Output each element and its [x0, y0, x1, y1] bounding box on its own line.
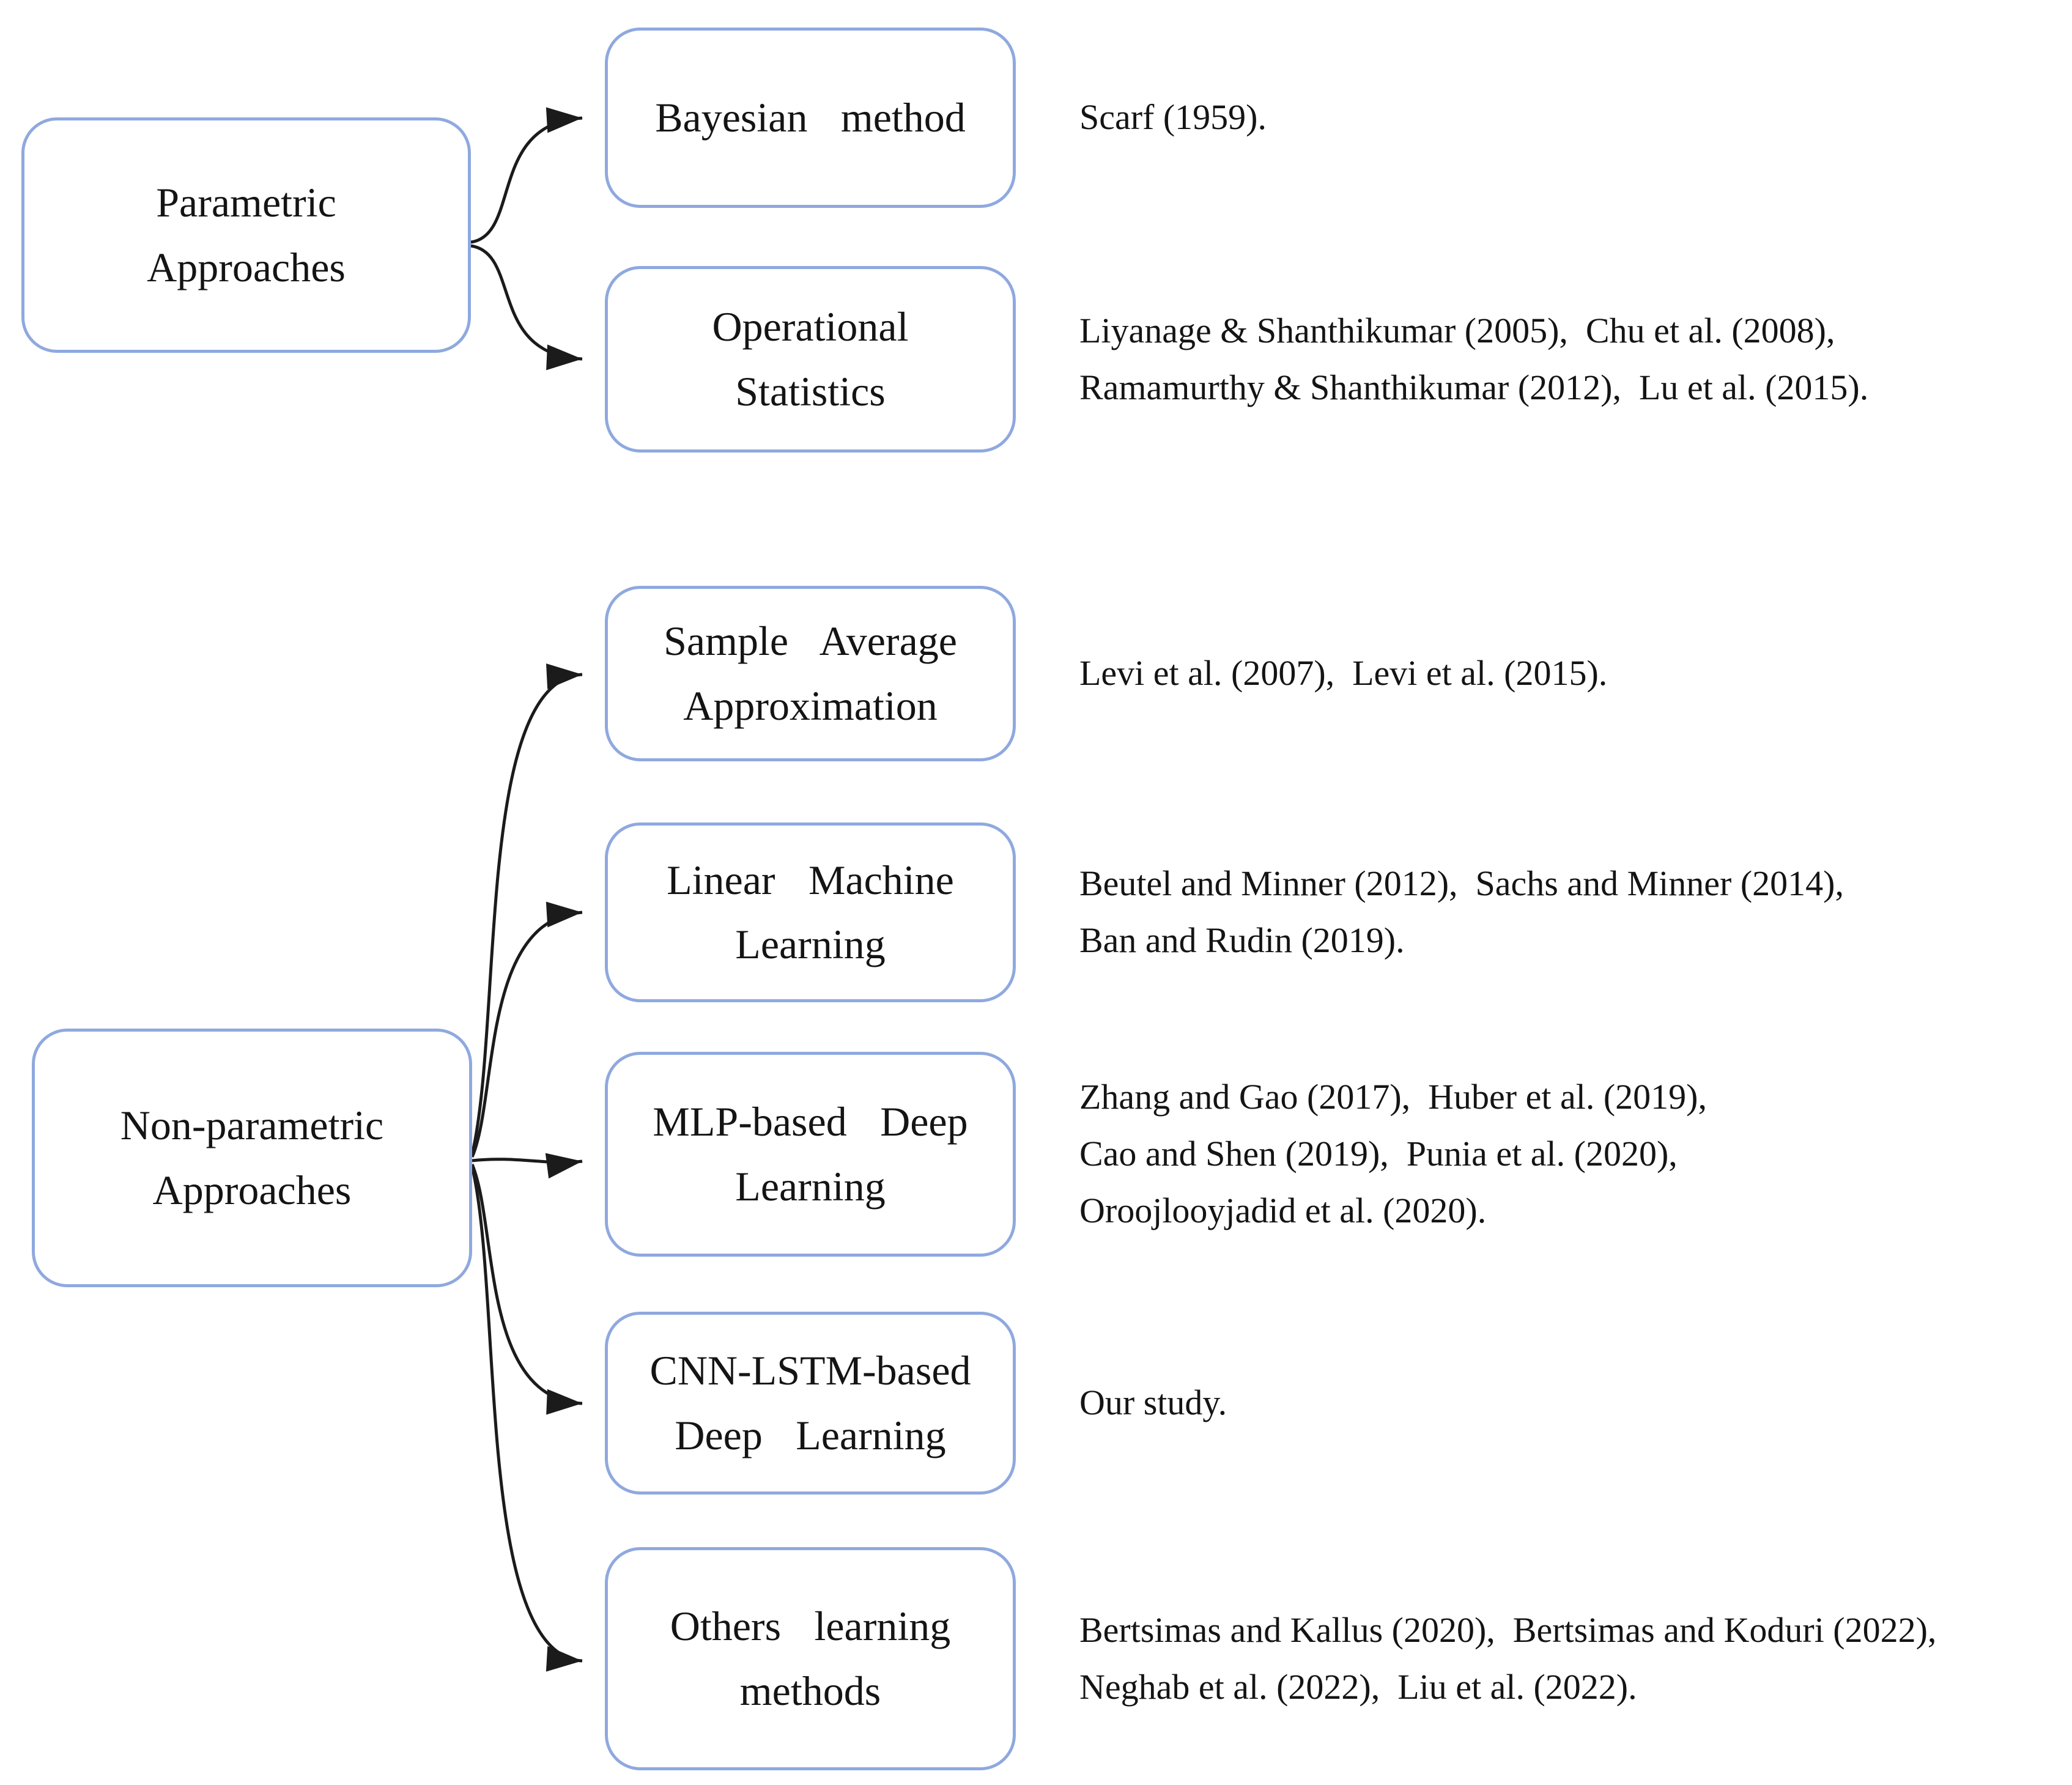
- box-label: Others learning methods: [670, 1603, 951, 1714]
- citation-others: Bertsimas and Kallus (2020), Bertsimas a…: [1079, 1547, 2072, 1770]
- citation-our-study: Our study.: [1079, 1312, 2072, 1495]
- box-sample-average-approximation: Sample Average Approximation: [605, 586, 1016, 761]
- arrow-nonparametric-to-mlp: [472, 1153, 583, 1179]
- box-linear-machine-learning: Linear Machine Learning: [605, 822, 1016, 1002]
- citation-line: Bertsimas and Kallus (2020), Bertsimas a…: [1079, 1609, 1937, 1650]
- box-mlp-deep-learning: MLP-based Deep Learning: [605, 1052, 1016, 1257]
- citation-operational: Liyanage & Shanthikumar (2005), Chu et a…: [1079, 266, 2072, 453]
- box-label: Non-parametric Approaches: [120, 1102, 384, 1213]
- box-cnn-lstm-deep-learning: CNN-LSTM-based Deep Learning: [605, 1312, 1016, 1495]
- citation-line: Ban and Rudin (2019).: [1079, 920, 1405, 960]
- citation-line: Beutel and Minner (2012), Sachs and Minn…: [1079, 863, 1844, 904]
- box-label: MLP-based Deep Learning: [653, 1098, 968, 1210]
- citation-line: Liyanage & Shanthikumar (2005), Chu et a…: [1079, 310, 1835, 350]
- citation-line: Zhang and Gao (2017), Huber et al. (2019…: [1079, 1077, 1707, 1117]
- box-label: Bayesian method: [655, 94, 966, 141]
- box-operational-statistics: Operational Statistics: [605, 266, 1016, 453]
- citation-line: Oroojlooyjadid et al. (2020).: [1079, 1190, 1487, 1230]
- box-parametric-approaches: Parametric Approaches: [21, 117, 471, 353]
- arrow-nonparametric-to-others: [470, 1166, 583, 1672]
- box-bayesian-method: Bayesian method: [605, 28, 1016, 208]
- citation-linearml: Beutel and Minner (2012), Sachs and Minn…: [1079, 822, 2072, 1002]
- arrow-parametric-to-operational: [470, 244, 583, 371]
- box-label: Linear Machine Learning: [667, 856, 954, 967]
- citation-line: Cao and Shen (2019), Punia et al. (2020)…: [1079, 1134, 1678, 1174]
- arrow-parametric-to-bayesian: [470, 107, 583, 244]
- citation-line: Levi et al. (2007), Levi et al. (2015).: [1079, 653, 1608, 693]
- citation-line: Our study.: [1079, 1383, 1227, 1423]
- citation-saa: Levi et al. (2007), Levi et al. (2015).: [1079, 586, 2072, 761]
- box-label: Parametric Approaches: [147, 179, 346, 290]
- citation-line: Scarf (1959).: [1079, 97, 1267, 138]
- box-label: CNN-LSTM-based Deep Learning: [649, 1347, 971, 1458]
- citation-bayesian: Scarf (1959).: [1079, 28, 2072, 208]
- citation-line: Neghab et al. (2022), Liu et al. (2022).: [1079, 1666, 1637, 1707]
- box-label: Sample Average Approximation: [664, 618, 957, 729]
- box-label: Operational Statistics: [712, 303, 909, 415]
- arrow-nonparametric-to-linearml: [470, 901, 583, 1158]
- arrow-nonparametric-to-cnn: [470, 1164, 583, 1415]
- box-others-learning-methods: Others learning methods: [605, 1547, 1016, 1770]
- citation-mlp: Zhang and Gao (2017), Huber et al. (2019…: [1079, 1052, 2072, 1257]
- box-non-parametric-approaches: Non-parametric Approaches: [32, 1029, 472, 1287]
- arrow-nonparametric-to-saa: [470, 663, 583, 1155]
- citation-line: Ramamurthy & Shanthikumar (2012), Lu et …: [1079, 367, 1869, 407]
